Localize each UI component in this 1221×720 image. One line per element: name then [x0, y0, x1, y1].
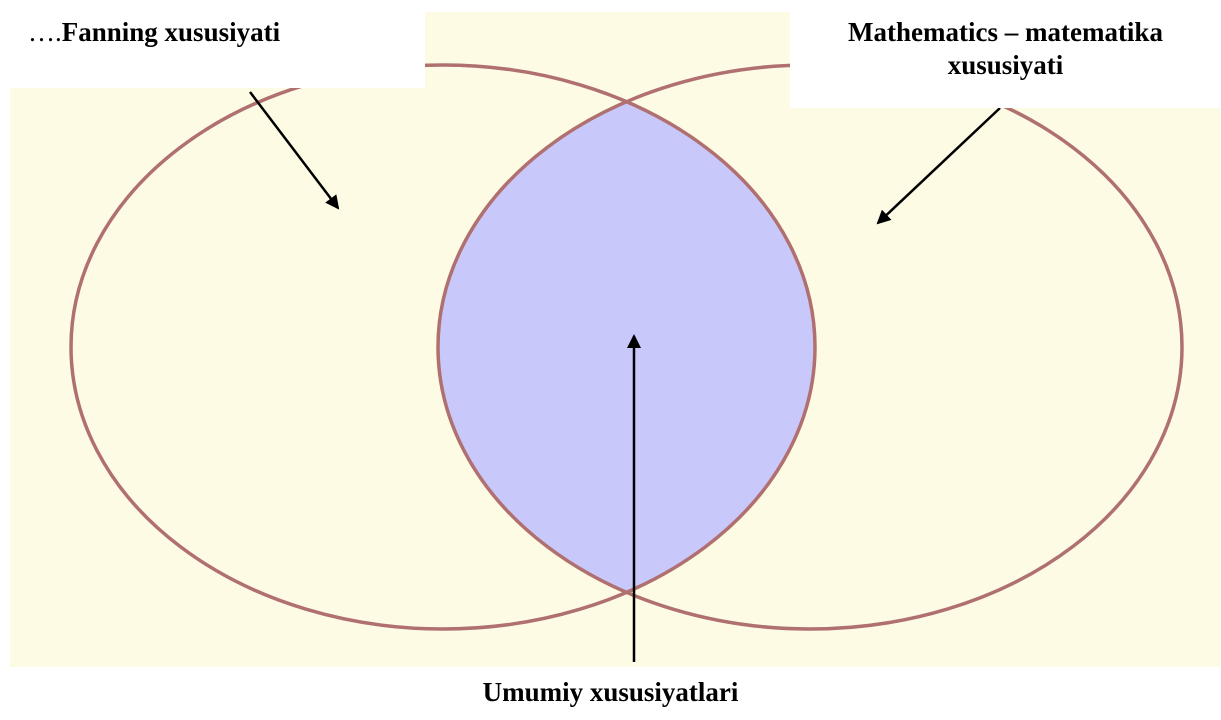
right-label-line1: Mathematics – matematika — [848, 17, 1163, 47]
right-arrow — [876, 107, 1001, 225]
intersection-region — [438, 65, 815, 629]
left-arrow — [249, 91, 340, 210]
intersection-group — [438, 65, 815, 629]
intersection-label: Umumiy xususiyatlari — [482, 677, 739, 707]
left-label-prefix: …. — [28, 17, 62, 47]
left-set-outline — [69, 63, 817, 631]
left-label-text: Fanning xususiyati — [61, 17, 281, 47]
right-label-line2: xususiyati — [947, 50, 1064, 80]
left-set-label: ….Fanning xususiyati — [0, 0, 425, 88]
right-set-label: Mathematics – matematika xususiyati — [790, 0, 1221, 108]
